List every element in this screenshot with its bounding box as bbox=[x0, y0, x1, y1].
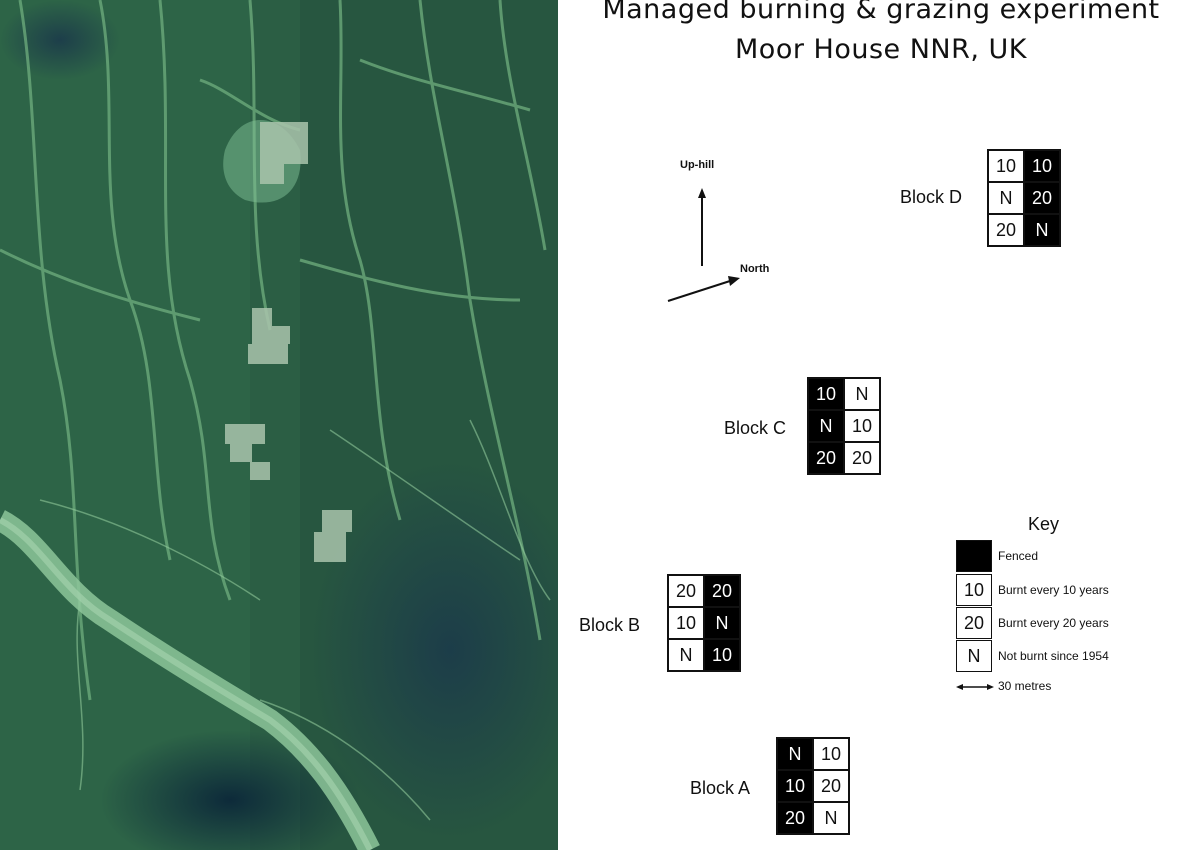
layout-diagram: Managed burning & grazing experiment Moo… bbox=[558, 0, 1204, 850]
plot-cell: 20 bbox=[813, 770, 849, 802]
plot-cell: 20 bbox=[808, 442, 844, 474]
block-c-label: Block C bbox=[724, 418, 787, 438]
plot-cell: 20 bbox=[668, 575, 704, 607]
key-swatch: N bbox=[956, 640, 992, 672]
diagram-subtitle: Moor House NNR, UK bbox=[735, 34, 1027, 65]
key-label: Burnt every 10 years bbox=[998, 583, 1109, 597]
plot-cell: 10 bbox=[844, 410, 880, 442]
scale-label: 30 metres bbox=[998, 679, 1052, 693]
plot-cell: N bbox=[988, 182, 1024, 214]
aerial-photo bbox=[0, 0, 558, 850]
key-item: N Not burnt since 1954 bbox=[956, 640, 1109, 672]
key-item: 10 Burnt every 10 years bbox=[956, 574, 1109, 606]
key-label: Burnt every 20 years bbox=[998, 616, 1109, 630]
compass-arrows bbox=[667, 188, 994, 690]
key-swatch: 10 bbox=[956, 574, 992, 606]
key-label: Fenced bbox=[998, 549, 1039, 563]
plot-cell: 10 bbox=[1024, 150, 1060, 182]
plot-cell: 20 bbox=[988, 214, 1024, 246]
plot-cell: 20 bbox=[1024, 182, 1060, 214]
diagram-title: Managed burning & grazing experiment bbox=[602, 0, 1160, 25]
plot-cell: N bbox=[704, 607, 740, 639]
plot-cell: 10 bbox=[668, 607, 704, 639]
plot-cell: N bbox=[777, 738, 813, 770]
uphill-arrow-icon bbox=[698, 188, 706, 266]
north-label: North bbox=[740, 263, 770, 275]
north-arrow-icon bbox=[667, 276, 740, 302]
block-a-label: Block A bbox=[690, 778, 751, 798]
key-swatch bbox=[956, 540, 992, 572]
plot-cell: 10 bbox=[777, 770, 813, 802]
plot-cell: 10 bbox=[813, 738, 849, 770]
block-d-label: Block D bbox=[900, 187, 963, 207]
plot-cell: 20 bbox=[844, 442, 880, 474]
plot-cell: N bbox=[813, 802, 849, 834]
plot-cell: 10 bbox=[704, 639, 740, 671]
plot-cell: 10 bbox=[988, 150, 1024, 182]
plot-cell: N bbox=[668, 639, 704, 671]
key-label: Not burnt since 1954 bbox=[998, 649, 1109, 663]
uphill-label: Up-hill bbox=[680, 159, 715, 171]
plot-cell: N bbox=[844, 378, 880, 410]
key-item: 20 Burnt every 20 years bbox=[956, 607, 1109, 639]
key-swatch: 20 bbox=[956, 607, 992, 639]
plot-cell: 10 bbox=[808, 378, 844, 410]
plot-cell: N bbox=[808, 410, 844, 442]
plot-cell: 20 bbox=[777, 802, 813, 834]
key-item: Fenced bbox=[956, 540, 1038, 572]
block-b-label: Block B bbox=[579, 615, 641, 635]
scale-bar-icon bbox=[956, 684, 994, 690]
plot-cell: N bbox=[1024, 214, 1060, 246]
key-title: Key bbox=[1028, 514, 1060, 534]
plot-cell: 20 bbox=[704, 575, 740, 607]
